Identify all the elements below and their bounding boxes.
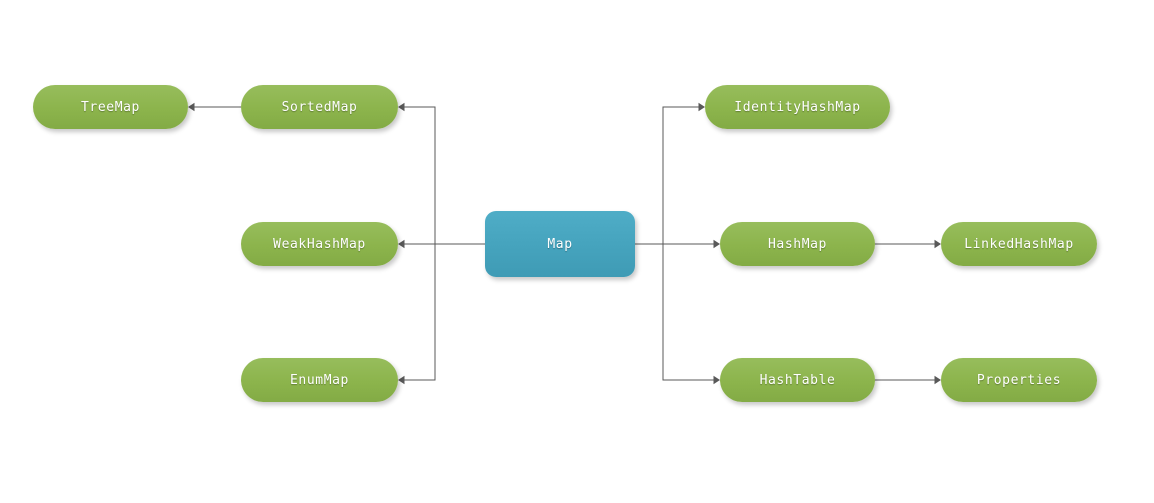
arrowhead-icon	[934, 375, 941, 385]
arrowhead-icon	[188, 102, 195, 112]
edge-map-to-enummap	[398, 243, 485, 385]
node-weakhashmap[interactable]: WeakHashMap	[241, 222, 398, 266]
edge-map-to-hashtable	[635, 243, 720, 385]
node-label-treemap: TreeMap	[81, 99, 140, 115]
arrowhead-icon	[398, 102, 405, 112]
node-enummap[interactable]: EnumMap	[241, 358, 398, 402]
edge-hashmap-to-linkedhashmap	[875, 239, 941, 249]
arrowhead-icon	[398, 239, 405, 249]
node-label-sortedmap: SortedMap	[281, 99, 358, 115]
node-map[interactable]: Map	[485, 211, 635, 277]
node-sortedmap[interactable]: SortedMap	[241, 85, 398, 129]
arrowhead-icon	[934, 239, 941, 249]
node-treemap[interactable]: TreeMap	[33, 85, 188, 129]
node-hashtable[interactable]: HashTable	[720, 358, 875, 402]
arrowhead-icon	[398, 375, 405, 385]
node-label-linkedhashmap: LinkedHashMap	[964, 236, 1074, 252]
node-properties[interactable]: Properties	[941, 358, 1097, 402]
node-label-properties: Properties	[976, 372, 1062, 388]
edge-map-to-identityhashmap	[635, 102, 705, 245]
node-label-hashtable: HashTable	[759, 372, 836, 388]
node-hashmap[interactable]: HashMap	[720, 222, 875, 266]
node-label-identityhashmap: IdentityHashMap	[734, 99, 861, 115]
arrowhead-icon	[698, 102, 705, 112]
edge-map-to-sortedmap	[398, 102, 485, 245]
arrowhead-icon	[713, 375, 720, 385]
node-linkedhashmap[interactable]: LinkedHashMap	[941, 222, 1097, 266]
node-label-hashmap: HashMap	[768, 236, 827, 252]
edge-sortedmap-to-treemap	[188, 102, 241, 112]
edge-hashtable-to-properties	[875, 375, 941, 385]
arrowhead-icon	[713, 239, 720, 249]
node-label-enummap: EnumMap	[290, 372, 349, 388]
node-identityhashmap[interactable]: IdentityHashMap	[705, 85, 890, 129]
node-label-map: Map	[547, 236, 573, 252]
node-label-weakhashmap: WeakHashMap	[273, 236, 366, 252]
